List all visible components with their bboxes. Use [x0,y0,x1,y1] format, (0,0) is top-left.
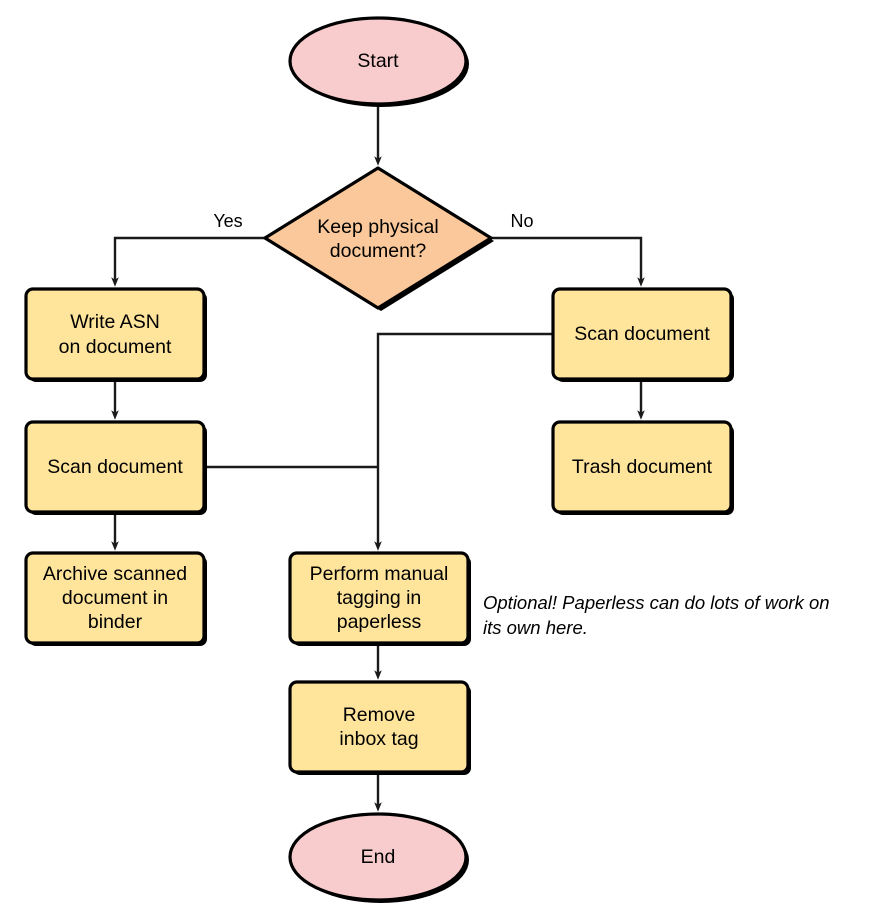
manual-tagging-label-line1: Perform manual [310,563,449,585]
scan-right-box [551,287,733,381]
scan-right-label: Scan document [574,323,710,345]
write-asn-box [24,287,206,381]
edge-label-no: No [510,211,533,231]
decision-diamond [263,166,493,310]
node-scan-document-right[interactable]: Scan document [551,287,734,382]
scan-left-label: Scan document [47,456,183,478]
edge-label-yes: Yes [213,211,242,231]
write-asn-label-line2: on document [59,336,172,358]
node-scan-document-left[interactable]: Scan document [24,420,207,515]
archive-binder-label-line3: binder [88,611,143,633]
archive-binder-box [24,551,206,645]
node-start[interactable]: Start [288,16,469,107]
start-label: Start [357,50,399,72]
end-label: End [361,846,396,868]
decision-label-line1: Keep physical [317,216,438,238]
node-manual-tagging[interactable]: Perform manual tagging in paperless [288,551,471,646]
remove-inbox-tag-label-line1: Remove [343,704,416,726]
archive-binder-label-line2: document in [62,587,168,609]
remove-inbox-tag-label-line2: inbox tag [339,728,418,750]
archive-binder-label-line1: Archive scanned [43,563,187,585]
annotation-optional-note: Optional! Paperless can do lots of work … [483,592,830,638]
edge-label-layer: Yes No [213,211,533,231]
end-ellipse [288,812,468,902]
node-end[interactable]: End [288,812,469,903]
edge-decision-to-write-asn [111,236,265,287]
start-ellipse [288,16,468,106]
decision-label-line2: document? [330,240,427,262]
manual-tagging-label-line2: tagging in [337,587,422,609]
manual-tagging-label-line3: paperless [337,611,422,633]
scan-left-box [24,420,206,514]
optional-note-line1: Optional! Paperless can do lots of work … [483,592,830,613]
node-remove-inbox-tag[interactable]: Remove inbox tag [288,680,471,775]
trash-document-box [551,420,733,514]
edge-decision-to-scan-right [491,236,645,287]
write-asn-label-line1: Write ASN [70,311,160,333]
node-trash-document[interactable]: Trash document [551,420,734,515]
node-keep-physical-document[interactable]: Keep physical document? [263,166,494,311]
node-archive-binder[interactable]: Archive scanned document in binder [24,551,207,646]
manual-tagging-box [288,551,470,645]
remove-inbox-tag-box [288,680,470,774]
node-write-asn[interactable]: Write ASN on document [24,287,207,382]
optional-note-line2: its own here. [483,617,588,638]
trash-document-label: Trash document [572,456,713,478]
edge-layer [111,105,645,812]
edge-scan-right-to-tagging [374,332,553,551]
